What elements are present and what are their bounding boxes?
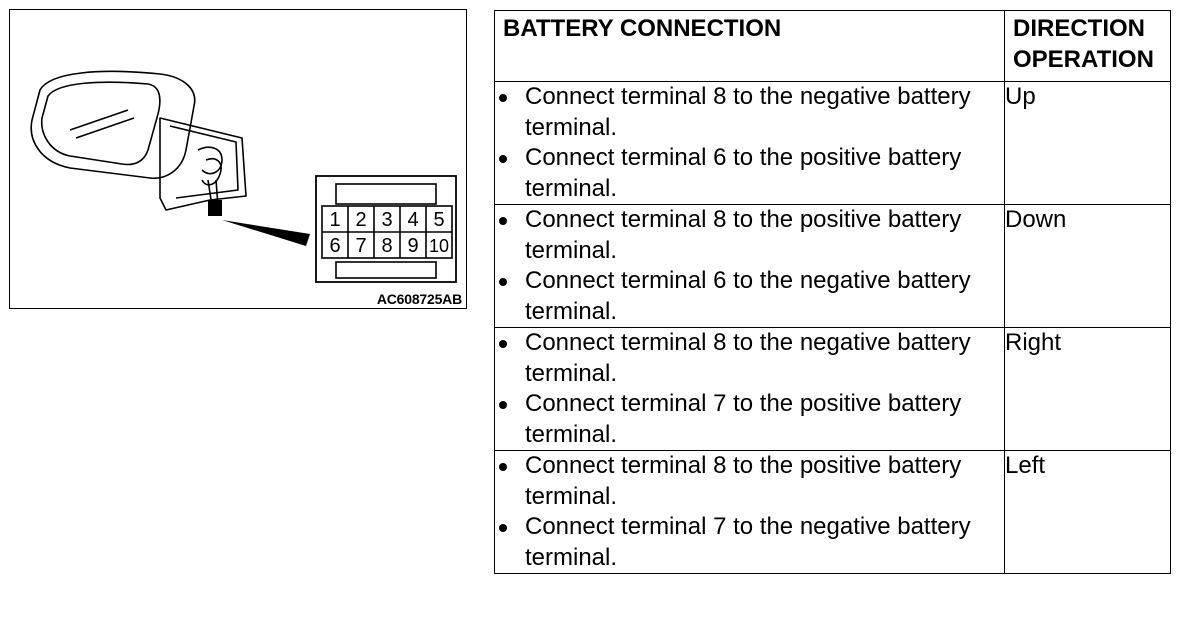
step-text: Connect terminal 7 to the positive batte… <box>525 390 962 448</box>
direction-cell: Up <box>1004 81 1171 205</box>
pin-8: 8 <box>381 235 392 257</box>
connector-face: 1 2 3 4 5 6 7 8 9 10 <box>315 175 457 283</box>
pin-6: 6 <box>329 235 340 257</box>
pin-5: 5 <box>433 209 444 231</box>
header-direction-operation: DIRECTION OPERATION <box>1004 10 1171 82</box>
table-row: Connect terminal 8 to the negative batte… <box>494 81 1171 205</box>
bullet-icon <box>499 340 507 348</box>
bullet-icon <box>499 463 507 471</box>
bullet-icon <box>499 524 507 532</box>
connection-cell: Connect terminal 8 to the positive batte… <box>494 450 1005 574</box>
step-text: Connect terminal 6 to the positive batte… <box>525 144 962 202</box>
connection-cell: Connect terminal 8 to the negative batte… <box>494 81 1005 205</box>
mirror-drawing: 1 2 3 4 5 6 7 8 9 10 <box>30 70 457 283</box>
pin-3: 3 <box>381 209 392 231</box>
list-item: Connect terminal 7 to the positive batte… <box>495 389 1004 450</box>
bullet-icon <box>499 94 507 102</box>
direction-cell: Right <box>1004 327 1171 451</box>
battery-connection-table: BATTERY CONNECTION DIRECTION OPERATION C… <box>494 10 1171 574</box>
header-direction-line1: DIRECTION <box>1013 15 1145 42</box>
pin-2: 2 <box>355 209 366 231</box>
step-text: Connect terminal 6 to the negative batte… <box>525 267 971 325</box>
header-direction-line2: OPERATION <box>1013 46 1154 73</box>
list-item: Connect terminal 8 to the positive batte… <box>495 451 1004 512</box>
step-text: Connect terminal 7 to the negative batte… <box>525 513 971 571</box>
pin-10: 10 <box>429 236 449 256</box>
table-row: Connect terminal 8 to the positive batte… <box>494 204 1171 328</box>
list-item: Connect terminal 6 to the positive batte… <box>495 143 1004 204</box>
pin-9: 9 <box>407 235 418 257</box>
list-item: Connect terminal 8 to the negative batte… <box>495 328 1004 389</box>
table-row: Connect terminal 8 to the positive batte… <box>494 450 1171 574</box>
bullet-icon <box>499 155 507 163</box>
pin-4: 4 <box>407 209 418 231</box>
pin-1: 1 <box>329 209 340 231</box>
mirror-illustration: 1 2 3 4 5 6 7 8 9 10 AC608725AB <box>9 9 467 309</box>
list-item: Connect terminal 8 to the positive batte… <box>495 205 1004 266</box>
step-text: Connect terminal 8 to the positive batte… <box>525 452 962 510</box>
direction-cell: Down <box>1004 204 1171 328</box>
connector-plug <box>208 200 222 216</box>
direction-cell: Left <box>1004 450 1171 574</box>
step-text: Connect terminal 8 to the negative batte… <box>525 83 971 141</box>
table-header-row: BATTERY CONNECTION DIRECTION OPERATION <box>494 10 1171 82</box>
list-item: Connect terminal 8 to the negative batte… <box>495 82 1004 143</box>
list-item: Connect terminal 6 to the negative batte… <box>495 266 1004 327</box>
bullet-icon <box>499 217 507 225</box>
header-battery-connection: BATTERY CONNECTION <box>494 10 1005 82</box>
step-text: Connect terminal 8 to the positive batte… <box>525 206 962 264</box>
connection-cell: Connect terminal 8 to the negative batte… <box>494 327 1005 451</box>
table-row: Connect terminal 8 to the negative batte… <box>494 327 1171 451</box>
connection-cell: Connect terminal 8 to the positive batte… <box>494 204 1005 328</box>
list-item: Connect terminal 7 to the negative batte… <box>495 512 1004 573</box>
step-text: Connect terminal 8 to the negative batte… <box>525 329 971 387</box>
bullet-icon <box>499 278 507 286</box>
bullet-icon <box>499 401 507 409</box>
leader-arrow <box>222 220 310 246</box>
pin-7: 7 <box>355 235 366 257</box>
figure-code: AC608725AB <box>376 291 462 307</box>
